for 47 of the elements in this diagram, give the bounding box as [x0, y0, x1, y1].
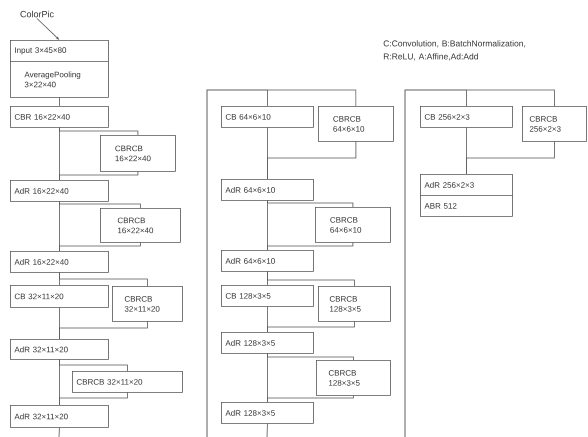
- connector: [466, 141, 555, 174]
- layer-box: CBRCB 32×11×20: [112, 286, 183, 322]
- layer-box: CBRCB 64×6×10: [315, 207, 391, 243]
- layer-box: AdR 64×6×10: [221, 250, 314, 272]
- connector: [267, 271, 355, 286]
- layer-box: AdR 32×11×20: [10, 339, 109, 360]
- connector: [404, 90, 555, 437]
- layer-box: AdR 128×3×5: [221, 332, 314, 354]
- connector: [267, 141, 356, 180]
- layer-box: AdR 32×11×20: [10, 405, 109, 428]
- connector: [59, 272, 148, 286]
- connector: [206, 90, 356, 437]
- layer-box: CBRCB 16×22×40: [100, 135, 176, 172]
- connector: [59, 242, 141, 252]
- connector: [58, 427, 60, 437]
- connector: [267, 321, 355, 332]
- layer-box: Input 3×45×80: [10, 40, 109, 62]
- connector: [267, 200, 354, 208]
- layer-box: CBRCB 128×3×5: [316, 360, 391, 396]
- layer-box: CBRCB 16×22×40: [100, 208, 181, 243]
- layer-box: CBRCB 128×3×5: [318, 286, 391, 322]
- connector: [267, 242, 354, 250]
- layer-box: AdR 16×22×40: [10, 251, 109, 273]
- layer-box: AdR 256×2×3: [420, 174, 513, 196]
- connector: [267, 395, 354, 402]
- layer-box: AdR 128×3×5: [221, 402, 314, 424]
- layer-box: ABR 512: [420, 195, 513, 217]
- layer-box: CB 128×3×5: [221, 285, 314, 307]
- arrow: [36, 18, 60, 40]
- layer-box: CB 64×6×10: [221, 106, 314, 128]
- layer-box: AdR 64×6×10: [221, 179, 314, 201]
- layer-box: CB 32×11×20: [10, 285, 109, 308]
- layer-box: AveragePooling 3×22×40: [10, 61, 109, 98]
- connector: [59, 321, 148, 340]
- layer-box: CBRCB 256×2×3: [522, 106, 587, 142]
- connector: [59, 171, 138, 180]
- abbreviation-note: C:Convolution, B:BatchNormalization, R:ReLU, A:Affine,Ad:Add: [384, 40, 526, 60]
- connector: [266, 423, 268, 437]
- input-label: ColorPic: [20, 10, 54, 18]
- layer-box: CB 256×2×3: [420, 106, 513, 128]
- layer-box: AdR 16×22×40: [10, 180, 109, 202]
- connector: [59, 392, 128, 406]
- layer-box: CBR 16×22×40: [10, 106, 109, 128]
- connector: [59, 97, 60, 106]
- layer-box: CBRCB 32×11×20: [72, 371, 183, 393]
- layer-box: CBRCB 64×6×10: [318, 106, 394, 142]
- connector: [59, 201, 141, 208]
